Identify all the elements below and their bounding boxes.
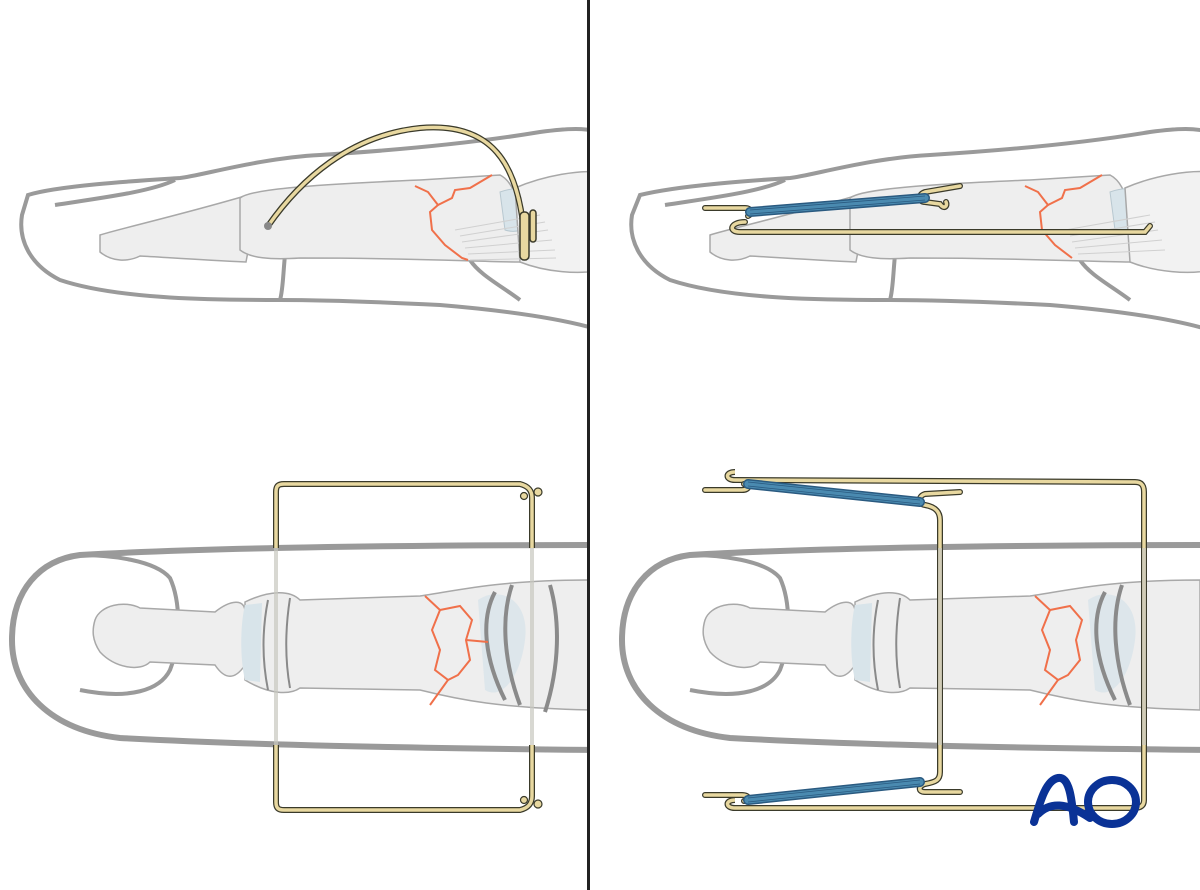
nail-line bbox=[54, 178, 176, 207]
fracture-line bbox=[465, 639, 489, 643]
fracture-line bbox=[1047, 174, 1103, 206]
joint-cartilage bbox=[851, 603, 872, 682]
fracture-line bbox=[1049, 604, 1084, 681]
wire-hook bbox=[529, 209, 537, 243]
wire-knot bbox=[533, 799, 543, 809]
ao-logo: AO bbox=[1030, 772, 1140, 828]
middle-phalanx bbox=[239, 174, 523, 263]
skin-crease bbox=[888, 254, 897, 301]
rubber-bands bbox=[743, 479, 925, 805]
rubber-bands bbox=[745, 193, 930, 217]
fracture-line bbox=[437, 174, 493, 206]
skin-crease bbox=[278, 254, 287, 301]
ao-logo-o bbox=[1084, 776, 1140, 828]
skin-crease bbox=[468, 258, 522, 302]
wire-knot bbox=[533, 487, 543, 497]
panel-right-lateral bbox=[629, 127, 1200, 330]
k-wire-long-fill bbox=[730, 220, 1152, 234]
middle-phalanx bbox=[849, 174, 1133, 263]
wire-frame-top bbox=[273, 481, 535, 548]
wire-hook bbox=[519, 211, 530, 261]
skin-crease bbox=[1078, 258, 1132, 302]
ao-logo-text: AO bbox=[1030, 772, 1053, 776]
fracture-line bbox=[1024, 185, 1073, 259]
joint-cartilage bbox=[478, 594, 526, 693]
wire-entry bbox=[264, 222, 272, 230]
wire-frame-top-fill bbox=[274, 482, 534, 548]
wire-knot bbox=[519, 491, 529, 501]
middle-phalanx bbox=[854, 579, 1200, 711]
ao-logo-a bbox=[1030, 774, 1094, 826]
joint-capsule bbox=[872, 584, 1132, 706]
distal-phalanx bbox=[702, 601, 856, 677]
panel-left-lateral bbox=[19, 124, 587, 329]
distal-phalanx bbox=[92, 601, 246, 677]
proximal-phalanx bbox=[514, 170, 587, 274]
wire-frame-bottom bbox=[273, 745, 535, 813]
wire-frame-bottom-fill bbox=[274, 745, 534, 812]
joint-cartilage bbox=[241, 603, 262, 682]
panel-left-dorsal bbox=[8, 481, 587, 813]
fracture-line bbox=[414, 185, 469, 261]
joint-cartilage bbox=[1088, 594, 1136, 693]
wire-knot bbox=[519, 795, 529, 805]
nail-line bbox=[664, 178, 786, 207]
panel-right-dorsal bbox=[618, 469, 1200, 811]
proximal-phalanx bbox=[1124, 170, 1200, 274]
middle-phalanx bbox=[244, 579, 587, 711]
distal-phalanx bbox=[99, 195, 253, 263]
k-wire-curved-fill bbox=[266, 125, 527, 247]
